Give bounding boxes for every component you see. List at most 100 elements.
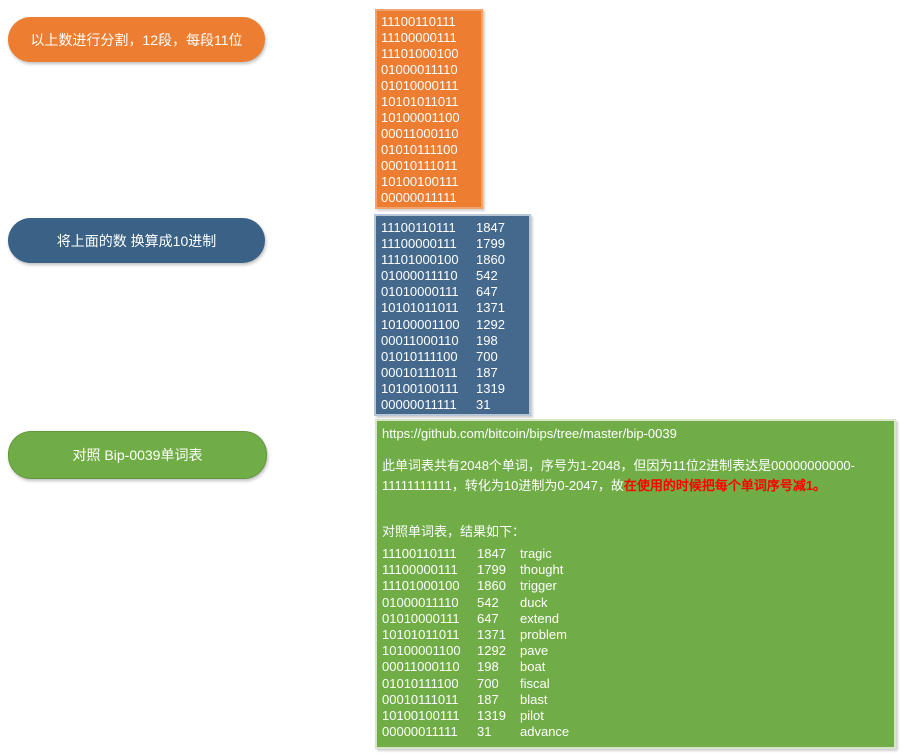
- explanation-line1: 此单词表共有2048个单词，序号为1-2048，但因为11位2进制表达是0000…: [382, 458, 855, 473]
- step2-decimal-box: 11100110111 1847 11100000111 1799 111010…: [374, 214, 531, 416]
- mnemonic-word: boat: [520, 659, 546, 675]
- mnemonic-word: problem: [520, 626, 567, 642]
- binary-value: 10100100111: [382, 707, 460, 723]
- binary-decimal-row: 10101011011 1371: [381, 300, 529, 316]
- binary-segment: 01000011110: [381, 62, 458, 77]
- binary-decimal-row: 10100100111 1319: [381, 381, 529, 397]
- word-result-row: 10101011011 1371 problem: [382, 627, 886, 643]
- binary-value: 01010111100: [382, 675, 459, 691]
- binary-value: 00011000110: [381, 332, 459, 348]
- decimal-value: 1847: [476, 220, 505, 235]
- binary-segment: 01010000111: [381, 78, 459, 93]
- binary-value: 11100110111: [382, 546, 457, 561]
- decimal-value: 1860: [476, 252, 505, 268]
- decimal-value: 187: [476, 364, 498, 380]
- binary-decimal-row: 00011000110 198: [381, 333, 529, 349]
- word-result-row: 01010111100 700 fiscal: [382, 676, 886, 692]
- binary-segment: 00000011111: [381, 190, 457, 205]
- decimal-value: 647: [476, 284, 498, 300]
- word-result-row: 11101000100 1860 trigger: [382, 578, 886, 594]
- word-result-row: 00000011111 31 advance: [382, 724, 886, 740]
- binary-decimal-row: 01010111100 700: [381, 349, 529, 365]
- binary-value: 11101000100: [381, 252, 459, 268]
- decimal-value: 1371: [476, 300, 505, 316]
- mnemonic-word: extend: [520, 610, 560, 626]
- decimal-value: 1860: [477, 578, 506, 594]
- decimal-value: 1292: [477, 643, 506, 659]
- word-result-row: 01010000111 647 extend: [382, 611, 886, 627]
- binary-decimal-row: 11100000111 1799: [381, 236, 529, 252]
- binary-segment: 10100100111: [381, 174, 459, 189]
- mnemonic-word: blast: [520, 691, 548, 707]
- step3-label-capsule: 对照 Bip-0039单词表: [8, 431, 267, 479]
- binary-value: 01010111100: [381, 348, 458, 364]
- word-result-row: 11100000111 1799 thought: [382, 562, 886, 578]
- step3-label: 对照 Bip-0039单词表: [72, 447, 203, 463]
- binary-segment: 10100001100: [381, 110, 460, 125]
- binary-value: 11100110111: [381, 220, 456, 235]
- decimal-value: 31: [477, 724, 492, 740]
- step1-binary-box: 11100110111 11100000111 11101000100 0100…: [375, 9, 483, 209]
- mnemonic-word: trigger: [520, 578, 557, 594]
- binary-decimal-row: 10100001100 1292: [381, 317, 529, 333]
- decimal-value: 700: [477, 675, 499, 691]
- binary-decimal-row: 00000011111 31: [381, 397, 529, 413]
- word-result-row: 11100110111 1847 tragic: [382, 546, 886, 562]
- mnemonic-word: fiscal: [520, 675, 550, 691]
- word-result-row: 01000011110 542 duck: [382, 595, 886, 611]
- binary-decimal-row: 11101000100 1860: [381, 252, 529, 268]
- binary-value: 00000011111: [382, 724, 458, 740]
- binary-decimal-row: 01000011110 542: [381, 268, 529, 284]
- binary-segment: 11100000111: [381, 30, 457, 45]
- decimal-value: 700: [476, 348, 498, 364]
- binary-value: 01000011110: [381, 268, 458, 284]
- decimal-value: 1799: [476, 236, 505, 252]
- step1-label-capsule: 以上数进行分割，12段，每段11位: [8, 17, 265, 62]
- binary-segment: 01010111100: [381, 142, 458, 157]
- wordlist-result-rows: 11100110111 1847 tragic 11100000111 1799…: [382, 546, 886, 740]
- decimal-value: 1799: [477, 562, 506, 578]
- word-result-row: 10100100111 1319 pilot: [382, 708, 886, 724]
- mnemonic-word: pave: [520, 643, 549, 659]
- binary-segment: 11100110111: [381, 14, 456, 29]
- binary-decimal-row: 00010111011 187: [381, 365, 529, 381]
- word-result-row: 00010111011 187 blast: [382, 692, 886, 708]
- binary-value: 10100100111: [381, 380, 459, 396]
- step2-label: 将上面的数 换算成10进制: [56, 232, 217, 249]
- word-result-row: 10100001100 1292 pave: [382, 643, 886, 659]
- binary-value: 11100000111: [382, 562, 458, 578]
- step2-label-capsule: 将上面的数 换算成10进制: [8, 218, 265, 263]
- binary-value: 00011000110: [382, 659, 460, 675]
- binary-value: 10101011011: [381, 300, 459, 316]
- decimal-value: 187: [477, 691, 499, 707]
- decimal-value: 1371: [477, 626, 506, 642]
- mnemonic-word: pilot: [520, 707, 544, 723]
- binary-value: 01000011110: [382, 594, 459, 610]
- word-result-row: 00011000110 198 boat: [382, 659, 886, 675]
- step1-label: 以上数进行分割，12段，每段11位: [30, 31, 243, 48]
- binary-decimal-row: 01010000111 647: [381, 284, 529, 300]
- mnemonic-word: thought: [520, 562, 564, 578]
- decimal-value: 198: [476, 332, 498, 348]
- binary-value: 00010111011: [381, 364, 458, 380]
- decimal-value: 647: [477, 610, 499, 626]
- wordlist-explanation: 此单词表共有2048个单词，序号为1-2048，但因为11位2进制表达是0000…: [382, 456, 887, 495]
- mnemonic-word: duck: [520, 594, 548, 610]
- decimal-value: 31: [476, 397, 491, 413]
- binary-segment: 10101011011: [381, 94, 459, 109]
- binary-value: 01010000111: [382, 610, 460, 626]
- explanation-red-warning: 在使用的时候把每个单词序号减1。: [623, 477, 827, 493]
- explanation-line2-normal: 11111111111，转化为10进制为0-2047，故: [382, 477, 624, 493]
- binary-value: 10100001100: [381, 316, 460, 332]
- binary-decimal-row: 11100110111 1847: [381, 220, 529, 236]
- decimal-value: 1319: [476, 380, 505, 396]
- mnemonic-word: tragic: [520, 546, 552, 561]
- decimal-value: 1292: [476, 316, 505, 332]
- decimal-value: 542: [476, 268, 498, 284]
- binary-segment: 00011000110: [381, 126, 459, 141]
- decimal-value: 1847: [477, 546, 506, 561]
- binary-value: 00010111011: [382, 691, 459, 707]
- binary-segment: 00010111011: [381, 158, 458, 173]
- decimal-value: 542: [477, 594, 499, 610]
- decimal-value: 1319: [477, 707, 506, 723]
